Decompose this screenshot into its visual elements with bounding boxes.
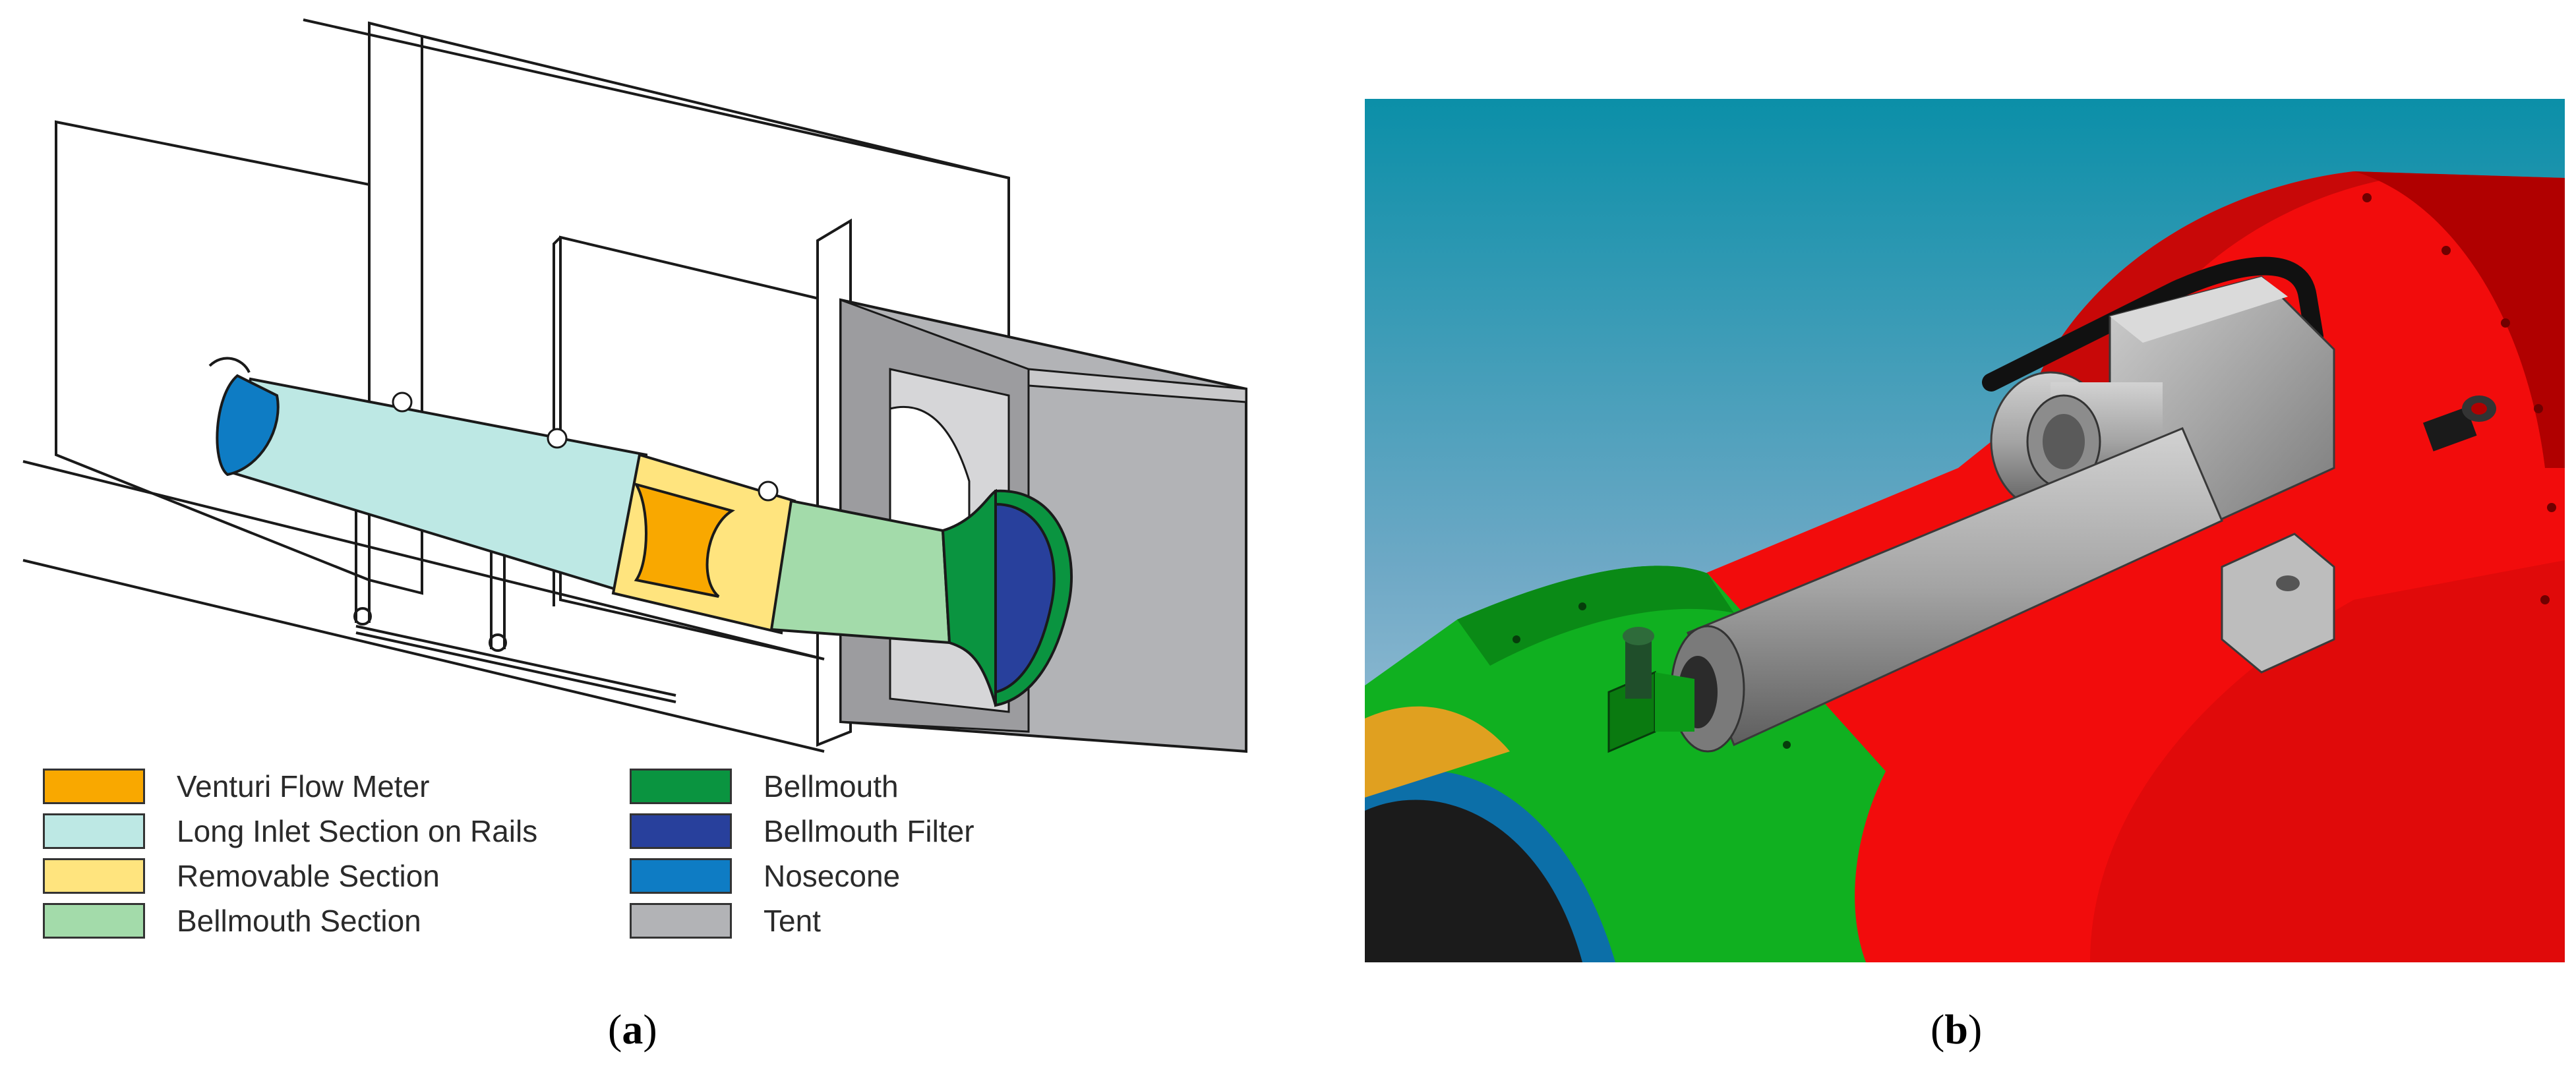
legend-label: Venturi Flow Meter: [177, 769, 430, 803]
legend-swatch: [43, 858, 145, 894]
legend-item-tent: Tent: [630, 902, 821, 939]
pivot-pin: [2422, 395, 2496, 452]
legend-swatch: [43, 813, 145, 849]
legend-item-removable-section: Removable Section: [43, 858, 440, 894]
legend-item-nosecone: Nosecone: [630, 858, 900, 894]
legend-item-long-inlet-section: Long Inlet Section on Rails: [43, 813, 537, 850]
legend-swatch: [43, 769, 145, 804]
mounting-block: [2221, 533, 2335, 674]
legend-label: Long Inlet Section on Rails: [177, 814, 538, 848]
left-wall: [55, 120, 371, 582]
bellmouth-filter: [994, 502, 1056, 694]
legend-swatch: [630, 858, 732, 894]
nosecone: [216, 374, 280, 477]
legend-swatch: [630, 769, 732, 804]
legend-item-bellmouth-section: Bellmouth Section: [43, 902, 421, 939]
panel-a-inlet-diagram: Venturi Flow Meter Long Inlet Section on…: [22, 18, 1247, 1053]
legend-label: Tent: [764, 904, 821, 938]
legend-item-bellmouth-filter: Bellmouth Filter: [630, 813, 974, 850]
cable: [1982, 256, 2323, 392]
legend-item-venturi-flow-meter: Venturi Flow Meter: [43, 768, 429, 805]
legend-swatch: [630, 903, 732, 939]
panel-b-actuator-render: [1365, 99, 2565, 962]
legend-label: Bellmouth Section: [177, 904, 421, 938]
caption-a: (a): [608, 1006, 657, 1053]
venturi-flow-meter: [633, 482, 735, 598]
legend-label: Bellmouth Filter: [764, 814, 974, 848]
legend-item-bellmouth: Bellmouth: [630, 768, 899, 805]
actuator-render: [1365, 99, 2565, 962]
legend-label: Nosecone: [764, 859, 901, 893]
legend-swatch: [43, 903, 145, 939]
legend: Venturi Flow Meter Long Inlet Section on…: [43, 768, 1032, 952]
inlet-assembly-drawing: [22, 18, 1247, 753]
green-bracket: [1607, 627, 1694, 753]
legend-swatch: [630, 813, 732, 849]
caption-b: (b): [1931, 1006, 1983, 1053]
legend-label: Removable Section: [177, 859, 440, 893]
legend-label: Bellmouth: [764, 769, 899, 803]
